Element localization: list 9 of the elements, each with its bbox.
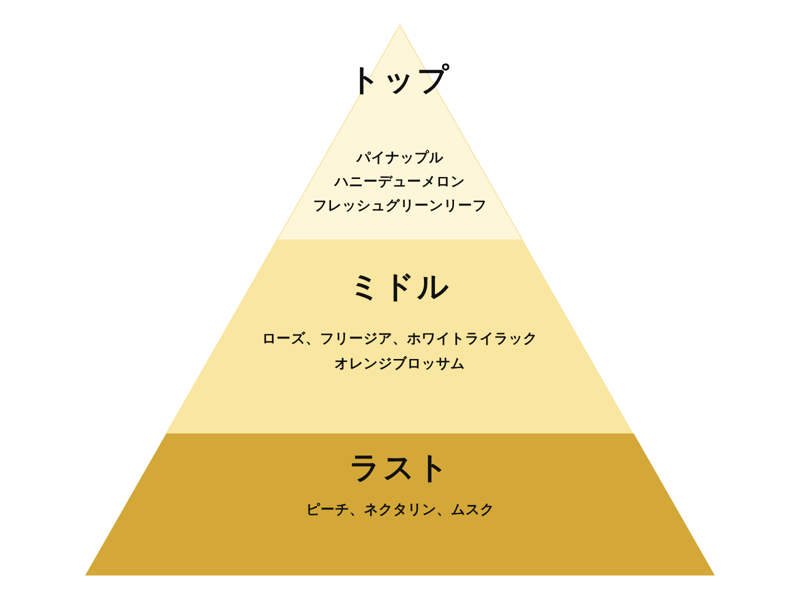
tier-heading: ラスト bbox=[349, 450, 451, 486]
note-list-item: フレッシュグリーンリーフ bbox=[312, 197, 487, 216]
tier-heading: トップ bbox=[348, 62, 451, 98]
note-list-item: ローズ、フリージア、ホワイトライラック bbox=[262, 330, 538, 349]
note-list-item: オレンジブロッサム bbox=[334, 355, 466, 374]
note-list-item: パイナップル bbox=[356, 149, 444, 168]
note-list-item: ハニーデューメロン bbox=[334, 173, 466, 192]
note-list-item: ピーチ、ネクタリン、ムスク bbox=[306, 501, 494, 520]
tier-heading: ミドル bbox=[348, 269, 451, 305]
